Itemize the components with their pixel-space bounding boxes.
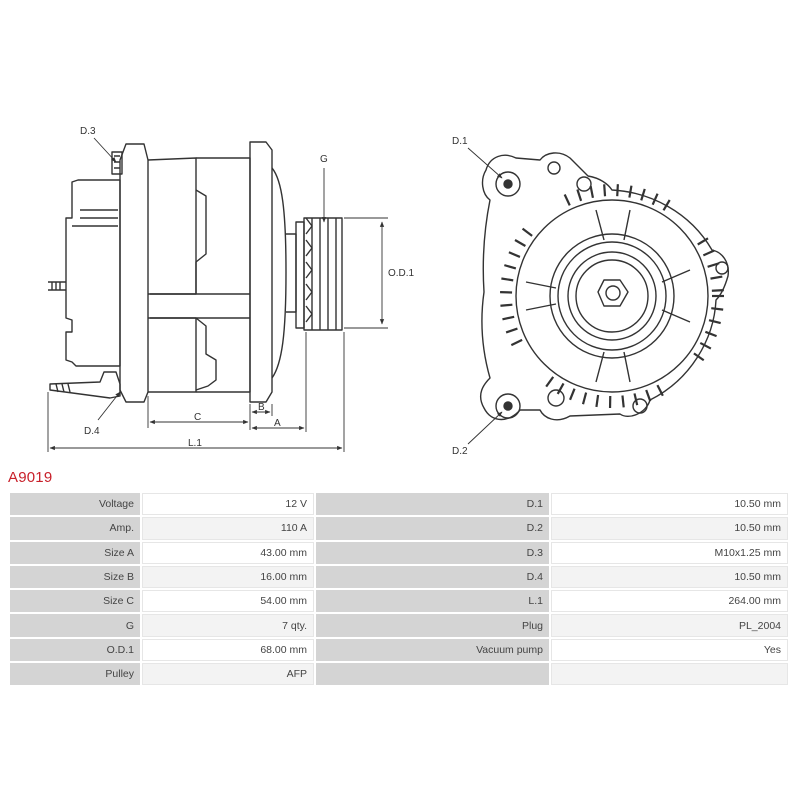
cooling-slot (628, 185, 633, 198)
cooling-slot (656, 384, 664, 397)
alternator-technical-drawing: D.3 G O.D.1 C B A L.1 D.4 D.1 D.2 (47, 126, 729, 457)
spec-row: Size A 43.00 mm D.3 M10x1.25 mm (10, 541, 788, 564)
cooling-slot (707, 262, 720, 268)
cooling-slot (501, 277, 514, 282)
spec-label: G (10, 614, 140, 637)
side-view-dimensions (47, 137, 388, 452)
label-b: B (258, 402, 265, 413)
spec-label: D.4 (316, 565, 549, 589)
spec-label: Plug (316, 614, 549, 637)
spec-value: 12 V (142, 493, 314, 516)
label-d2: D.2 (452, 446, 468, 457)
spec-value: 10.50 mm (551, 517, 788, 540)
cooling-slots (500, 184, 724, 409)
spec-value: 68.00 mm (142, 638, 314, 662)
spec-row: Size B 16.00 mm D.4 10.50 mm (10, 565, 788, 589)
cooling-slot (514, 239, 526, 247)
cooling-slot (500, 303, 513, 307)
spec-label: Size C (10, 590, 140, 613)
drawing-canvas: D.3 G O.D.1 C B A L.1 D.4 D.1 D.2 (47, 126, 729, 457)
cooling-slot (563, 194, 571, 206)
label-d3: D.3 (80, 126, 96, 137)
spec-label: Size B (10, 565, 140, 589)
front-view (480, 152, 729, 421)
label-l1: L.1 (188, 438, 202, 449)
spec-label: Amp. (10, 517, 140, 540)
cooling-slot (633, 393, 639, 406)
cooling-slot (502, 315, 515, 321)
spec-label: O.D.1 (10, 638, 140, 662)
cooling-slot (576, 189, 583, 202)
cooling-slot (645, 389, 652, 402)
cooling-slot (651, 193, 659, 206)
cooling-slot (616, 184, 619, 197)
label-g: G (320, 154, 328, 165)
spec-value: 110 A (142, 517, 314, 540)
cooling-slot (510, 338, 523, 347)
spec-label: Pulley (10, 663, 140, 686)
spec-value (551, 663, 788, 686)
spec-value: 7 qty. (142, 614, 314, 637)
product-code: A9019 (8, 469, 53, 486)
cooling-slot (603, 184, 607, 197)
spec-label: D.3 (316, 541, 549, 564)
spec-row: G 7 qty. Plug PL_2004 (10, 614, 788, 637)
spec-value: 10.50 mm (551, 493, 788, 516)
cooling-slot (595, 394, 600, 408)
spec-value: 10.50 mm (551, 565, 788, 589)
spec-label (316, 663, 549, 686)
label-d4: D.4 (84, 426, 100, 437)
spec-value: 264.00 mm (551, 590, 788, 613)
front-view-dimensions (467, 147, 503, 445)
cooling-slot (702, 249, 715, 257)
spec-label: Size A (10, 541, 140, 564)
spec-row: O.D.1 68.00 mm Vacuum pump Yes (10, 638, 788, 662)
cooling-slot (640, 188, 646, 201)
cooling-slot (697, 237, 709, 246)
spec-label: L.1 (316, 590, 549, 613)
cooling-slot (693, 352, 705, 362)
drawing-labels: D.3 G O.D.1 C B A L.1 D.4 D.1 D.2 (80, 126, 468, 457)
cooling-slot (504, 264, 517, 270)
spec-value: M10x1.25 mm (551, 541, 788, 564)
label-od1: O.D.1 (388, 268, 415, 279)
cooling-slot (589, 185, 594, 199)
cooling-slot (708, 319, 721, 325)
spec-label: Voltage (10, 493, 140, 516)
spec-label: D.2 (316, 517, 549, 540)
spec-row: Amp. 110 A D.2 10.50 mm (10, 517, 788, 540)
label-a: A (274, 418, 281, 429)
spec-value: PL_2004 (551, 614, 788, 637)
cooling-slot (521, 227, 533, 237)
cooling-slot (556, 382, 565, 395)
cooling-slot (662, 199, 671, 211)
spec-row: Pulley AFP (10, 663, 788, 686)
spec-value: 54.00 mm (142, 590, 314, 613)
spec-value: 16.00 mm (142, 565, 314, 589)
cooling-slot (711, 307, 724, 311)
cooling-slot (569, 388, 576, 401)
cooling-slot (508, 251, 521, 258)
cooling-slot (545, 376, 555, 388)
label-d1: D.1 (452, 136, 468, 147)
spec-value: Yes (551, 638, 788, 662)
side-view (48, 141, 343, 403)
spec-value: 43.00 mm (142, 541, 314, 564)
cooling-slot (710, 275, 723, 280)
label-c: C (194, 412, 201, 423)
spec-label: D.1 (316, 493, 549, 516)
cooling-slot (704, 330, 717, 338)
cooling-slot (505, 327, 518, 334)
cooling-slot (621, 395, 625, 408)
spec-row: Voltage 12 V D.1 10.50 mm (10, 493, 788, 516)
spec-value: AFP (142, 663, 314, 686)
spec-label: Vacuum pump (316, 638, 549, 662)
spec-row: Size C 54.00 mm L.1 264.00 mm (10, 590, 788, 613)
cooling-slot (581, 392, 588, 405)
spec-table: Voltage 12 V D.1 10.50 mm Amp. 110 A D.2… (8, 491, 790, 687)
cooling-slot (699, 341, 712, 350)
cooling-slot (711, 289, 724, 292)
